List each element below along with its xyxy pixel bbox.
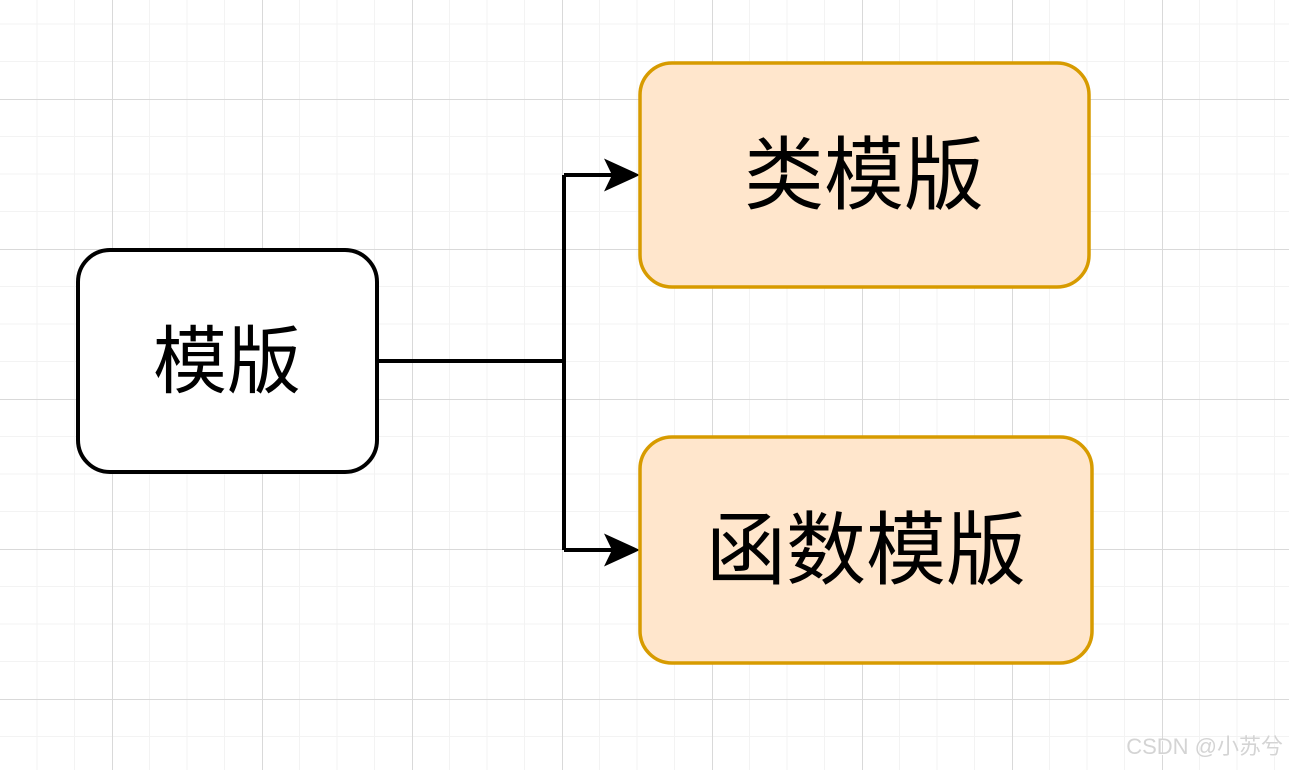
node-function-template-label: 函数模版 <box>706 506 1026 595</box>
connector-root-to-class-template <box>377 158 640 363</box>
node-function-template-shape <box>638 435 1094 665</box>
node-class-template: 类模版 <box>638 61 1091 289</box>
connector-line <box>377 173 612 363</box>
arrowhead-icon <box>604 158 640 192</box>
node-root-shape <box>76 248 379 474</box>
connector-root-to-function-template <box>562 361 640 567</box>
arrowhead-icon <box>604 533 640 567</box>
connector-line <box>562 361 612 552</box>
node-root: 模版 <box>76 248 379 474</box>
node-class-template-label: 类模版 <box>744 131 984 220</box>
node-root-label: 模版 <box>153 320 301 403</box>
node-class-template-shape <box>638 61 1091 289</box>
watermark: CSDN @小苏兮 <box>1126 734 1283 759</box>
node-function-template: 函数模版 <box>638 435 1094 665</box>
